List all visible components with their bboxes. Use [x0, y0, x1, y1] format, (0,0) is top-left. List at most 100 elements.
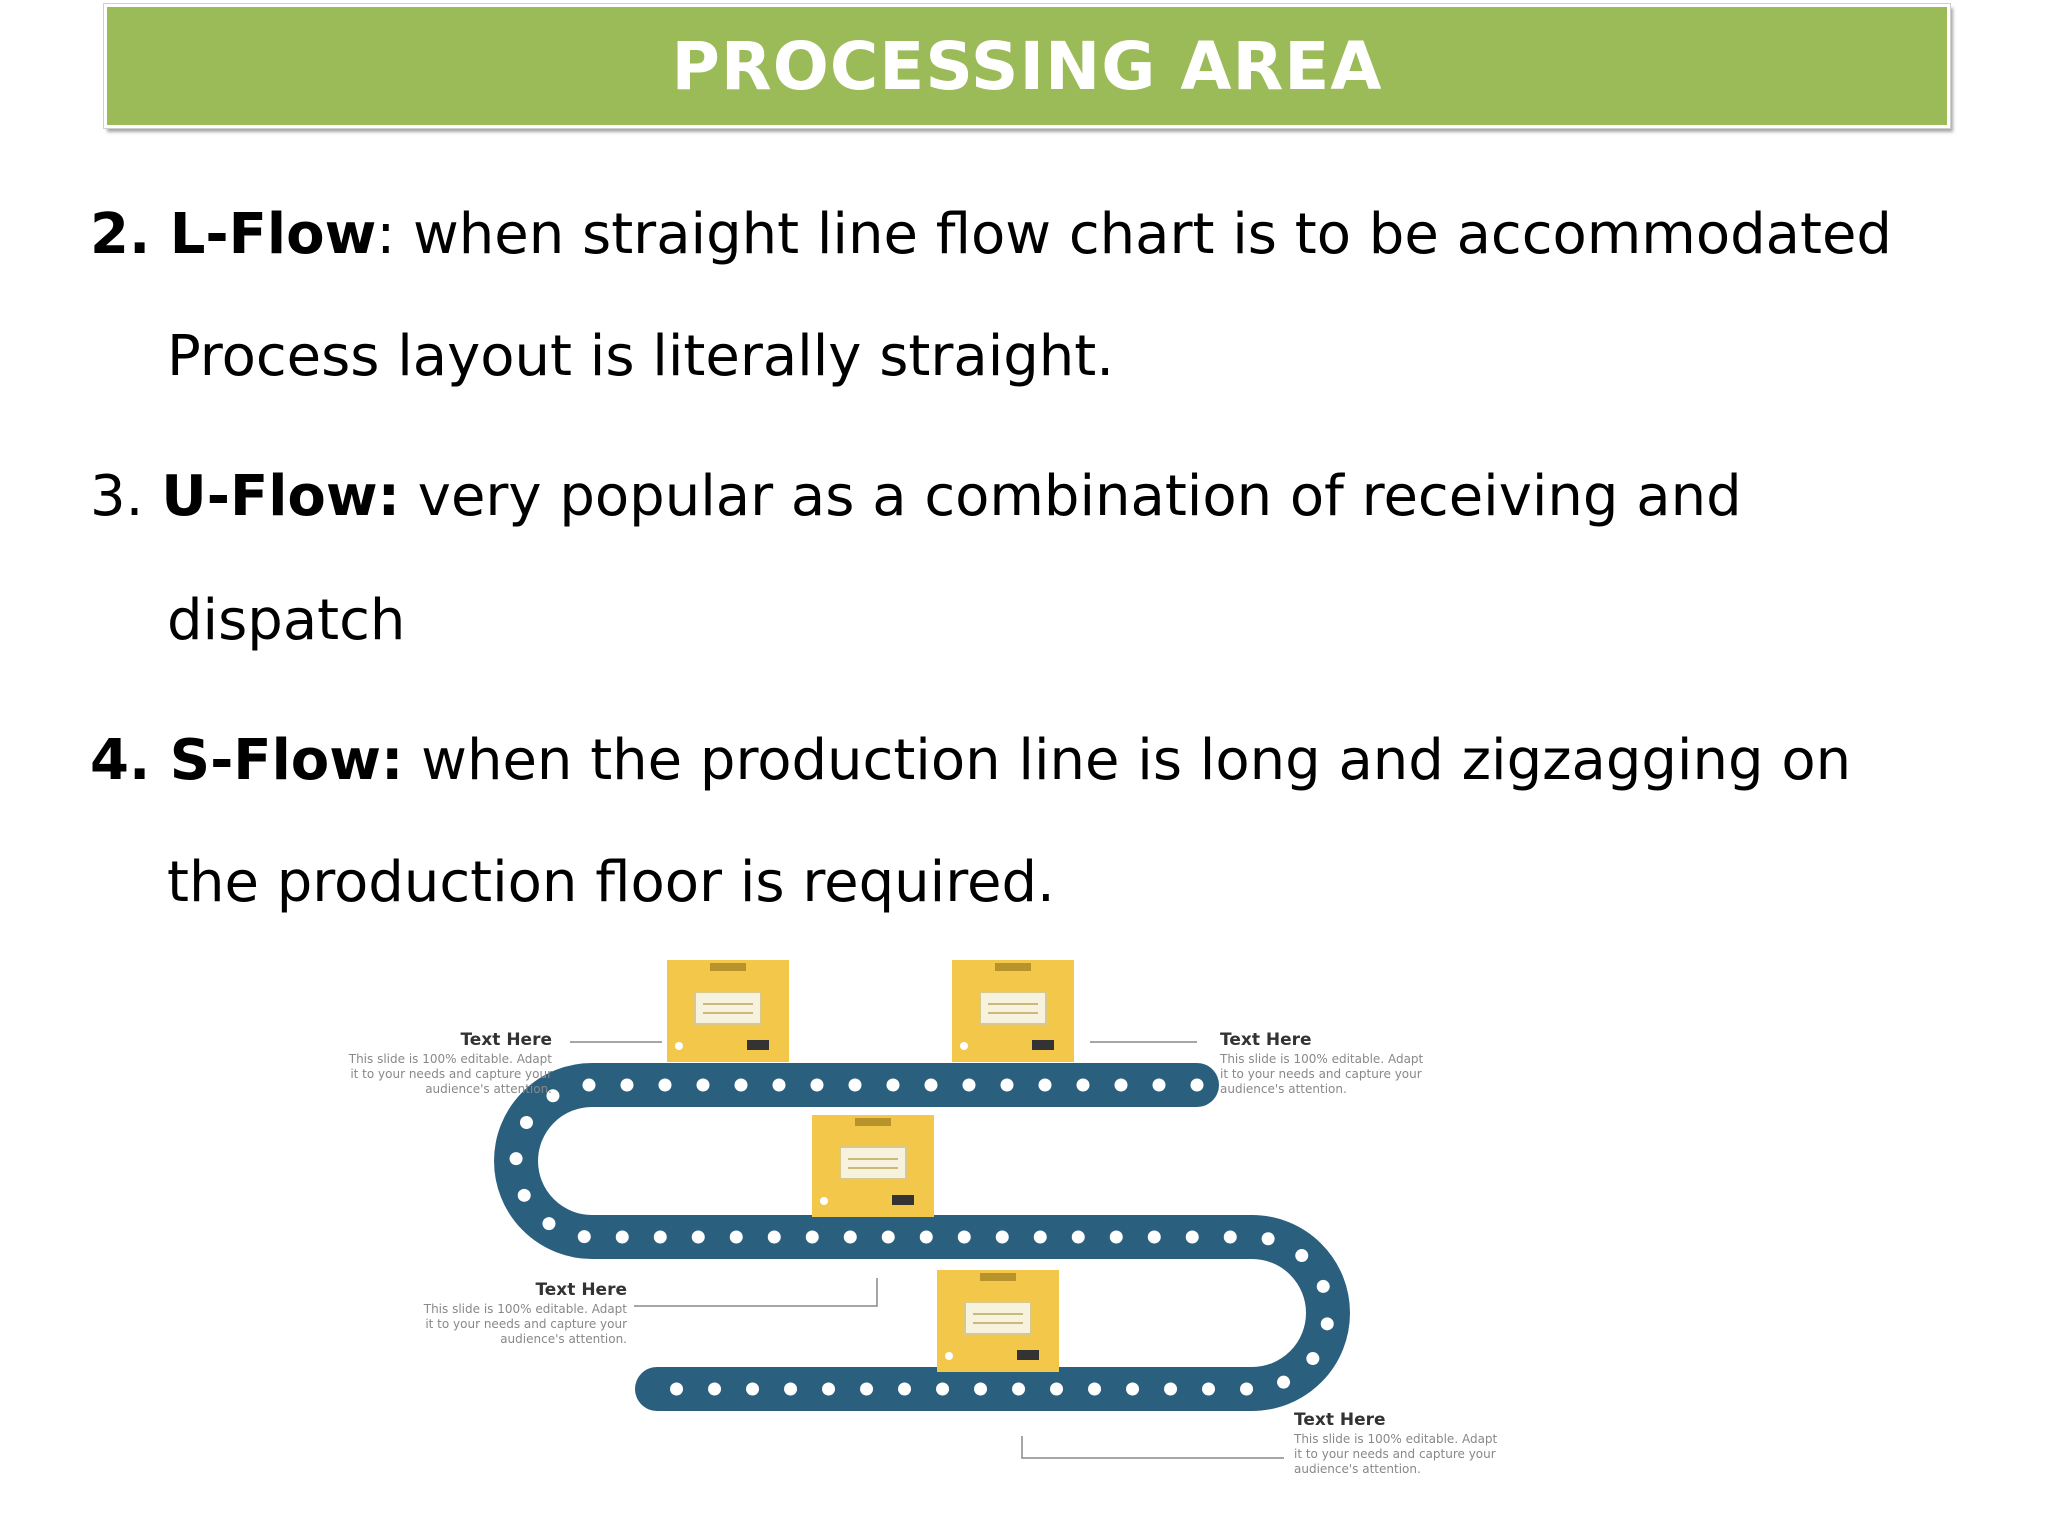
- box: [812, 1115, 934, 1217]
- belt-dot: [848, 1078, 862, 1092]
- belt-dot: [734, 1078, 748, 1092]
- callout-top-right: Text Here This slide is 100% editable. A…: [1090, 1030, 1424, 1096]
- callout-body: audience's attention.: [1220, 1082, 1347, 1096]
- callout-heading: Text Here: [460, 1030, 552, 1050]
- callout-body: This slide is 100% editable. Adapt: [348, 1052, 553, 1066]
- belt-dot: [1000, 1078, 1014, 1092]
- callout-middle: Text Here This slide is 100% editable. A…: [423, 1278, 878, 1346]
- belt-dot: [1320, 1317, 1334, 1331]
- callout-top-left: Text Here This slide is 100% editable. A…: [348, 1030, 662, 1096]
- belt-dot: [691, 1230, 705, 1244]
- belt-dot: [898, 1382, 912, 1396]
- item-text: : when straight line flow chart is to be…: [376, 202, 1892, 267]
- item-text: dispatch: [167, 588, 406, 653]
- belt-dot: [1114, 1078, 1128, 1092]
- item-l-flow-line2: Process layout is literally straight.: [167, 322, 1114, 392]
- belt-dot: [546, 1089, 560, 1103]
- box-part: [820, 1197, 828, 1205]
- belt-dot: [1306, 1352, 1320, 1366]
- callout-body: This slide is 100% editable. Adapt: [423, 1302, 628, 1316]
- belt-dot: [1126, 1382, 1140, 1396]
- callout-body: This slide is 100% editable. Adapt: [1219, 1052, 1424, 1066]
- belt-dot: [1033, 1230, 1047, 1244]
- callout-bottom-right: Text Here This slide is 100% editable. A…: [1021, 1410, 1498, 1476]
- box-part: [855, 1118, 891, 1126]
- belt-dot: [1109, 1230, 1123, 1244]
- callout-body: audience's attention.: [1294, 1462, 1421, 1476]
- belt-dots: [509, 1078, 1334, 1396]
- box-part: [1032, 1040, 1054, 1050]
- box-part: [892, 1195, 914, 1205]
- s-flow-conveyor-illustration: Text Here This slide is 100% editable. A…: [272, 960, 1572, 1520]
- callout-body: it to your needs and capture your: [425, 1317, 627, 1331]
- item-text: the production floor is required.: [167, 850, 1055, 915]
- box-part: [964, 1301, 1032, 1335]
- box-part: [694, 991, 762, 1025]
- belt-dot: [542, 1217, 556, 1231]
- belt-dot: [995, 1230, 1009, 1244]
- belt-dot: [1202, 1382, 1216, 1396]
- box-part: [747, 1040, 769, 1050]
- callout-body: audience's attention.: [500, 1332, 627, 1346]
- callout-body: it to your needs and capture your: [1294, 1447, 1496, 1461]
- item-s-flow-line2: the production floor is required.: [167, 848, 1055, 918]
- item-l-flow-line1: 2. L-Flow: when straight line flow chart…: [90, 200, 1892, 270]
- item-label: 2. L-Flow: [90, 202, 377, 267]
- box-part: [995, 963, 1031, 971]
- item-text: very popular as a combination of receivi…: [400, 464, 1742, 529]
- belt-dot: [822, 1382, 836, 1396]
- belt-dot: [1240, 1382, 1254, 1396]
- belt-dot: [810, 1078, 824, 1092]
- callout-body: it to your needs and capture your: [1220, 1067, 1422, 1081]
- belt-dot: [805, 1230, 819, 1244]
- belt-dot: [658, 1078, 672, 1092]
- belt-dot: [1261, 1232, 1275, 1246]
- callout-body: it to your needs and capture your: [350, 1067, 552, 1081]
- belt-dot: [1088, 1382, 1102, 1396]
- belt-dot: [1038, 1078, 1052, 1092]
- belt-dot: [1164, 1382, 1178, 1396]
- belt-dot: [860, 1382, 874, 1396]
- callout-body: audience's attention.: [425, 1082, 552, 1096]
- belt-dot: [1190, 1078, 1204, 1092]
- item-u-flow-line1: 3. U-Flow: very popular as a combination…: [90, 462, 1742, 532]
- belt-dot: [886, 1078, 900, 1092]
- item-u-flow-line2: dispatch: [167, 586, 405, 656]
- belt-dot: [670, 1382, 684, 1396]
- belt-dot: [767, 1230, 781, 1244]
- box-part: [979, 991, 1047, 1025]
- box: [937, 1270, 1059, 1372]
- belt-dot: [1223, 1230, 1237, 1244]
- belt-dot: [1147, 1230, 1161, 1244]
- conveyor-svg: Text Here This slide is 100% editable. A…: [348, 960, 1498, 1476]
- box-part: [1017, 1350, 1039, 1360]
- belt-dot: [653, 1230, 667, 1244]
- belt-dot: [936, 1382, 950, 1396]
- belt-dot: [615, 1230, 629, 1244]
- item-label: 4. S-Flow:: [90, 728, 404, 793]
- belt-dot: [1050, 1382, 1064, 1396]
- boxes: [667, 960, 1074, 1372]
- belt-dot: [746, 1382, 760, 1396]
- belt-dot: [957, 1230, 971, 1244]
- belt-dot: [1012, 1382, 1026, 1396]
- belt-dot: [1152, 1078, 1166, 1092]
- belt-dot: [843, 1230, 857, 1244]
- item-s-flow-line1: 4. S-Flow: when the production line is l…: [90, 726, 1851, 796]
- belt-dot: [962, 1078, 976, 1092]
- belt-dot: [881, 1230, 895, 1244]
- belt-dot: [708, 1382, 722, 1396]
- callout-heading: Text Here: [1294, 1410, 1386, 1430]
- callout-connector: [1021, 1436, 1284, 1459]
- belt-dot: [519, 1116, 533, 1130]
- page-title: PROCESSING AREA: [671, 27, 1383, 105]
- box-part: [710, 963, 746, 971]
- belt-dot: [517, 1188, 531, 1202]
- belt-dot: [729, 1230, 743, 1244]
- box-part: [960, 1042, 968, 1050]
- box-part: [839, 1146, 907, 1180]
- box: [952, 960, 1074, 1062]
- item-label: U-Flow:: [161, 464, 400, 529]
- belt-dot: [1076, 1078, 1090, 1092]
- belt-dot: [924, 1078, 938, 1092]
